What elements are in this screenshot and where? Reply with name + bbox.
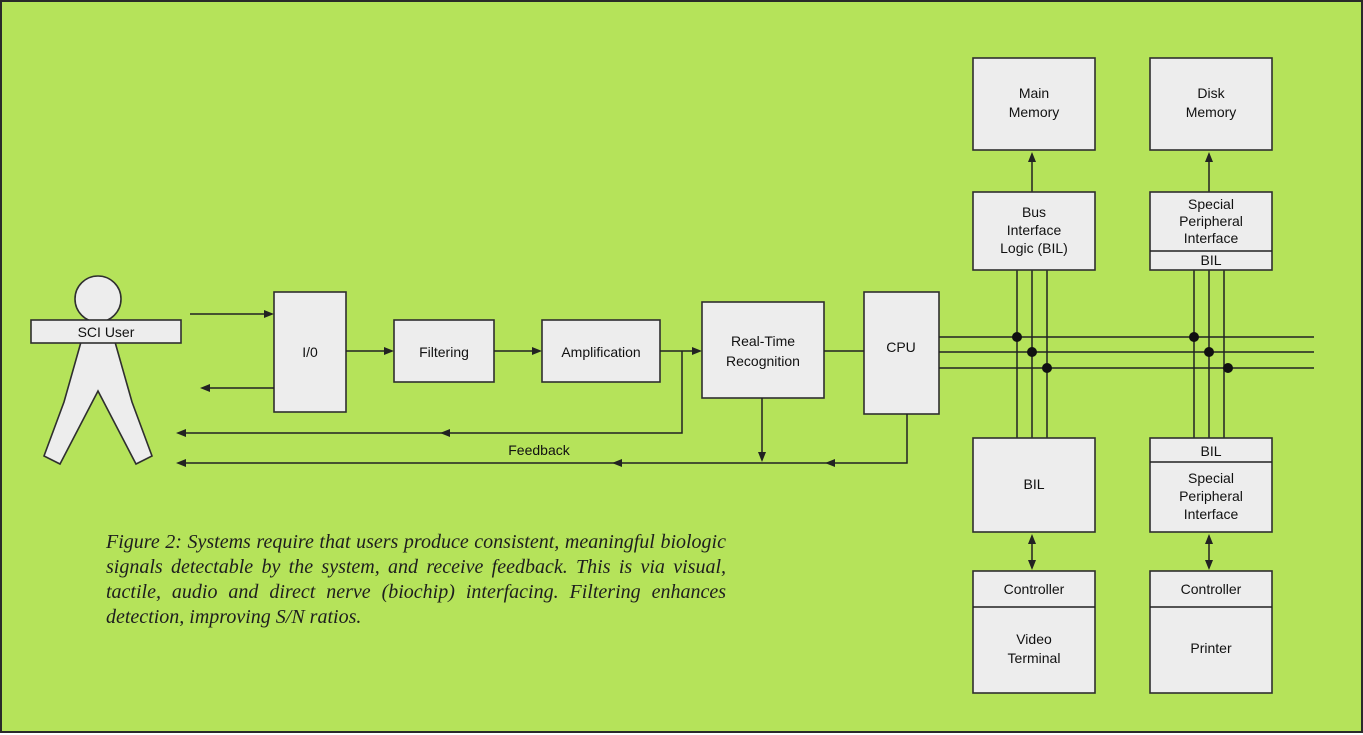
filtering-label: Filtering — [419, 344, 469, 360]
disk-memory-block: Disk Memory — [1149, 57, 1273, 151]
printer-block: Controller Printer — [1149, 570, 1273, 694]
recognition-label-line2: Recognition — [726, 353, 800, 369]
disk-memory-label-line1: Disk — [1197, 85, 1225, 101]
main-memory-label-line1: Main — [1019, 85, 1049, 101]
controller-right-label: Controller — [1181, 581, 1242, 597]
video-terminal-label-line2: Terminal — [1008, 650, 1061, 666]
special-peripheral-bottom-label-line3: Interface — [1184, 506, 1239, 522]
cpu-label: CPU — [886, 339, 916, 355]
printer-label: Printer — [1190, 640, 1232, 656]
bus-interface-label-line3: Logic (BIL) — [1000, 240, 1068, 256]
io-label: I/0 — [302, 344, 318, 360]
bil-lower-label: BIL — [1023, 476, 1044, 492]
special-peripheral-interface-bottom-block: BIL Special Peripheral Interface — [1149, 437, 1273, 533]
recognition-label-line1: Real-Time — [731, 333, 795, 349]
io-block: I/0 — [273, 291, 347, 413]
special-peripheral-top-bil-label: BIL — [1200, 252, 1221, 268]
feedback-label: Feedback — [508, 442, 570, 458]
special-peripheral-top-label-line2: Peripheral — [1179, 213, 1243, 229]
special-peripheral-bottom-bil-label: BIL — [1200, 443, 1221, 459]
amplification-label: Amplification — [561, 344, 640, 360]
video-terminal-label-line1: Video — [1016, 631, 1052, 647]
signal-connectors — [190, 310, 864, 392]
special-peripheral-top-label-line3: Interface — [1184, 230, 1239, 246]
cpu-block: CPU — [863, 291, 940, 415]
user-label: SCI User — [78, 324, 135, 340]
main-memory-block: Main Memory — [972, 57, 1096, 151]
bus-interface-label-line1: Bus — [1022, 204, 1046, 220]
bus-interface-label-line2: Interface — [1007, 222, 1062, 238]
recognition-block: Real-Time Recognition — [701, 301, 825, 399]
bil-lower-block: BIL — [972, 437, 1096, 533]
amplification-block: Amplification — [541, 319, 661, 383]
video-terminal-block: Controller Video Terminal — [972, 570, 1096, 694]
figure-caption: Figure 2: Systems require that users pro… — [106, 531, 726, 628]
controller-left-label: Controller — [1004, 581, 1065, 597]
special-peripheral-bottom-label-line2: Peripheral — [1179, 488, 1243, 504]
main-memory-label-line2: Memory — [1009, 104, 1060, 120]
user-label-box — [30, 319, 182, 344]
disk-memory-label-line2: Memory — [1186, 104, 1237, 120]
user-figure-body — [43, 322, 153, 466]
filtering-block: Filtering — [393, 319, 495, 383]
special-peripheral-bottom-label-line1: Special — [1188, 470, 1234, 486]
feedback-paths: Feedback — [176, 351, 908, 467]
bus-interface-logic-block: Bus Interface Logic (BIL) — [972, 191, 1096, 271]
user-figure-icon: SCI User — [30, 275, 182, 466]
user-figure-head — [74, 275, 122, 323]
special-peripheral-interface-top-block: Special Peripheral Interface BIL — [1149, 191, 1273, 271]
special-peripheral-top-label-line1: Special — [1188, 196, 1234, 212]
system-bus — [939, 270, 1314, 438]
